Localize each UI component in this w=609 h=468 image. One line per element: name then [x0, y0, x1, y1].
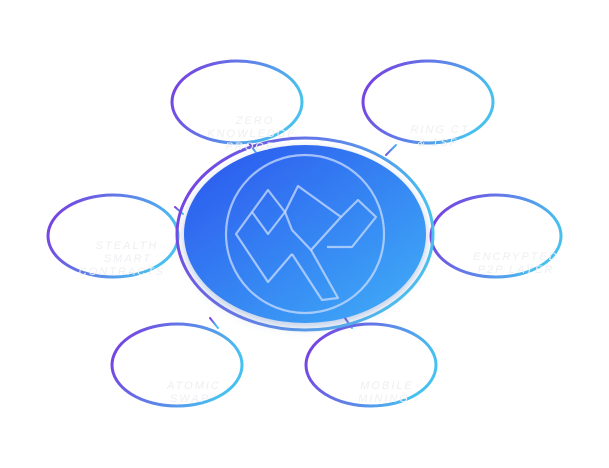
- label-mobile-line1: MOBILE: [360, 380, 414, 392]
- node-ring-zero: [170, 59, 304, 145]
- label-atomic-line1: ATOMIC: [166, 380, 221, 392]
- center-outer-ring: [175, 136, 435, 332]
- node-ring-ring-ct: [361, 59, 495, 145]
- label-stealth-line3: CONTRACTS: [79, 266, 165, 278]
- label-ring-line2: & 1SF: [418, 137, 459, 149]
- label-stealth-line1: STEALTH: [96, 240, 159, 252]
- label-p2p-line2: P2P LAYER: [478, 264, 555, 276]
- node-ring-p2p: [429, 193, 563, 279]
- node-ring-mobile: [304, 322, 438, 408]
- connector-atomic: [209, 317, 219, 329]
- connector-zero: [248, 142, 258, 155]
- logo-icon: [224, 153, 386, 315]
- label-atomic-line2: SWAP: [170, 393, 210, 405]
- label-ring-line1: RING CT: [410, 124, 469, 136]
- label-stealth-line2: SMART: [104, 253, 152, 265]
- label-mobile-line2: MINING: [358, 393, 410, 405]
- label-zero-line2: KNOWLEDGE: [207, 128, 297, 140]
- label-zero-line1: ZERO: [235, 115, 275, 127]
- node-labels: ZERO KNOWLEDGE PROOF RING CT & 1SF STEAL…: [79, 115, 558, 405]
- center-disc: [184, 145, 426, 323]
- label-zero-line3: PROOF: [225, 141, 274, 153]
- node-ring-atomic: [110, 322, 244, 408]
- center-hub: [175, 136, 435, 332]
- label-p2p-line1: ENCRYPTED: [473, 251, 558, 263]
- connector-ring: [385, 144, 397, 156]
